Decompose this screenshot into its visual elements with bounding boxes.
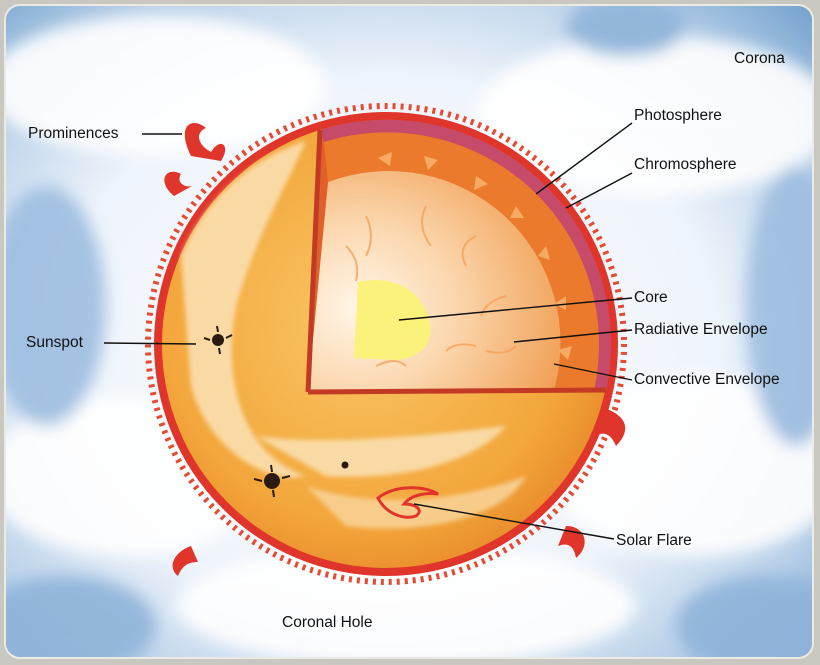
leader-sunspot	[104, 343, 196, 344]
sun-structure-diagram: Corona Photosphere Chromosphere Prominen…	[6, 6, 812, 657]
sunspot-3	[342, 462, 349, 469]
diagram-frame: Corona Photosphere Chromosphere Prominen…	[4, 4, 814, 659]
sunspot-1	[212, 334, 224, 346]
label-prominences: Prominences	[28, 125, 119, 142]
label-sunspot: Sunspot	[26, 334, 84, 351]
label-photosphere: Photosphere	[634, 107, 722, 124]
sunspot-2	[264, 473, 280, 489]
label-convective-envelope: Convective Envelope	[634, 371, 780, 388]
label-solar-flare: Solar Flare	[616, 532, 692, 549]
label-chromosphere: Chromosphere	[634, 156, 737, 173]
label-coronal-hole: Coronal Hole	[282, 614, 372, 631]
label-corona: Corona	[734, 50, 785, 67]
label-radiative-envelope: Radiative Envelope	[634, 321, 768, 338]
label-core: Core	[634, 289, 668, 306]
